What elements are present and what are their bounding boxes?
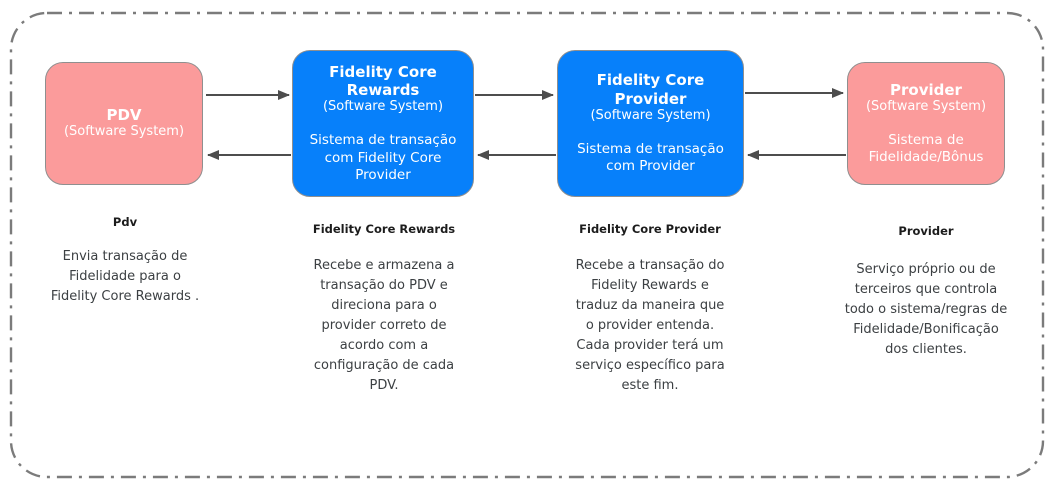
system-box-fidelity-core-rewards[interactable]: Fidelity Core Rewards (Software System) …: [292, 50, 474, 197]
box-subtitle: (Software System): [590, 108, 711, 124]
enterprise-boundary: [9, 11, 1045, 479]
column-label-pdv: Pdv: [112, 215, 138, 229]
box-title: Fidelity Core Provider: [596, 71, 705, 108]
box-body: Sistema de transação com Provider: [577, 140, 724, 175]
box-subtitle: (Software System): [865, 98, 987, 114]
column-description-fidelity-core-provider: Recebe a transação do Fidelity Rewards e…: [575, 258, 725, 393]
box-title: PDV: [106, 105, 142, 124]
column-description-provider: Serviço próprio ou de terceiros que cont…: [844, 262, 1008, 357]
box-body: Sistema de Fidelidade/Bônus: [868, 131, 984, 166]
column-description-fidelity-core-rewards: Recebe e armazena a transação do PDV e d…: [313, 258, 455, 393]
column-label-provider: Provider: [898, 224, 954, 238]
box-title: Provider: [890, 80, 962, 99]
system-box-fidelity-core-provider[interactable]: Fidelity Core Provider (Software System)…: [557, 50, 744, 197]
system-box-pdv[interactable]: PDV (Software System): [45, 62, 203, 185]
box-subtitle: (Software System): [322, 99, 444, 115]
box-subtitle: (Software System): [63, 124, 185, 140]
box-title: Fidelity Core Rewards: [329, 62, 437, 100]
column-label-fidelity-core-provider: Fidelity Core Provider: [579, 222, 721, 236]
box-body: Sistema de transação com Fidelity Core P…: [309, 132, 457, 183]
column-label-fidelity-core-rewards: Fidelity Core Rewards: [312, 222, 456, 236]
column-description-pdv: Envia transação de Fidelidade para o Fid…: [50, 249, 200, 304]
system-box-provider[interactable]: Provider (Software System) Sistema de Fi…: [847, 62, 1005, 185]
